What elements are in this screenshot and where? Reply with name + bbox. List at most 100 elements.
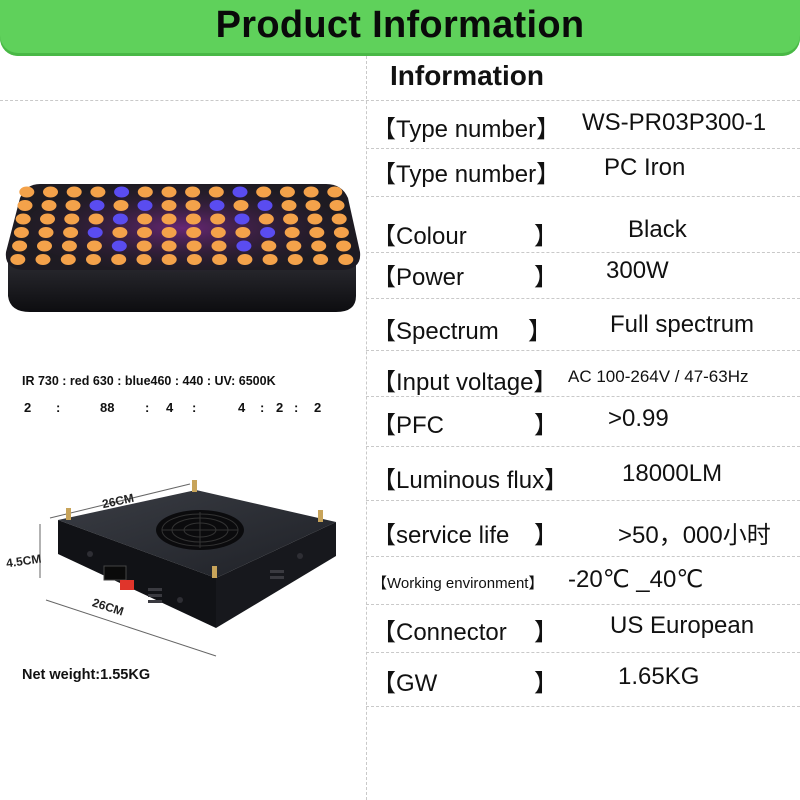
row-divider xyxy=(366,706,800,707)
led-diode xyxy=(61,240,77,252)
row-divider xyxy=(366,556,800,557)
led-diode xyxy=(113,200,129,211)
led-diode xyxy=(279,186,295,198)
led-diode xyxy=(338,254,354,265)
led-diode xyxy=(210,227,226,238)
led-diode xyxy=(13,227,29,238)
led-diode xyxy=(186,254,202,265)
row-bracket: 】 xyxy=(528,318,552,345)
led-diode xyxy=(305,200,321,211)
led-diode xyxy=(111,240,127,252)
row-label: 【Working environment】 xyxy=(372,575,544,592)
row-value: Full spectrum xyxy=(610,311,755,338)
row-divider xyxy=(366,148,800,149)
led-diode xyxy=(35,254,51,265)
row-label: 【Connector xyxy=(372,619,507,646)
led-diode xyxy=(17,200,33,211)
row-value: AC 100-264V / 47-63Hz xyxy=(568,367,749,386)
row-bracket: 】 xyxy=(534,619,558,646)
led-diode xyxy=(327,186,343,198)
led-diode xyxy=(137,186,153,198)
power-switch-icon xyxy=(103,565,134,590)
led-diode xyxy=(186,240,202,252)
info-heading: Information xyxy=(390,60,544,91)
led-diode xyxy=(161,254,177,265)
led-diode xyxy=(137,227,152,238)
row-bracket: 】 xyxy=(534,670,558,697)
led-diode xyxy=(161,200,177,211)
info-row-gw: 【GW 】 1.65KG xyxy=(372,663,800,697)
row-value: US European xyxy=(610,612,755,639)
ratio-value: 4 xyxy=(238,400,246,415)
info-row-luminous-flux: 【Luminous flux】 18000LM xyxy=(372,460,800,494)
ratio-value: 88 xyxy=(100,400,115,415)
page-title: Product Information xyxy=(215,4,585,46)
led-diode xyxy=(90,186,106,198)
led-diode xyxy=(260,227,276,238)
led-diode xyxy=(111,254,127,265)
row-divider xyxy=(366,196,800,197)
row-label: 【Colour xyxy=(372,223,467,250)
row-divider xyxy=(366,500,800,501)
info-row-input-voltage: 【Input voltage】 AC 100-264V / 47-63Hz xyxy=(372,362,800,396)
led-diode xyxy=(136,240,152,252)
led-diode xyxy=(186,227,202,238)
row-label: 【Power xyxy=(372,264,465,291)
led-diode xyxy=(64,213,80,225)
led-diode xyxy=(210,213,226,225)
led-diode xyxy=(40,213,55,225)
fan-icon xyxy=(156,510,244,550)
row-value: Black xyxy=(628,216,687,243)
led-diode xyxy=(256,186,272,198)
title-banner: Product Information xyxy=(0,0,800,56)
led-diode xyxy=(329,200,345,211)
led-diode xyxy=(237,254,253,265)
info-row-service-life: 【service life 】 >50，000小时 xyxy=(372,515,800,549)
led-grow-light xyxy=(5,184,361,312)
led-diode xyxy=(41,200,57,211)
spectrum-text: IR 730 : red 630 : blue460 : 440 : UV: 6… xyxy=(22,374,276,388)
led-diode xyxy=(258,213,274,225)
row-label: 【Luminous flux】 xyxy=(372,467,569,494)
led-diode xyxy=(88,213,104,225)
row-label: 【service life xyxy=(372,522,510,549)
row-label: 【Type number】 xyxy=(372,161,561,188)
row-value: WS-PR03P300-1 xyxy=(582,109,767,136)
row-label: 【PFC xyxy=(372,412,444,439)
info-row-type-number-2: 【Type number】 PC Iron xyxy=(372,154,800,188)
row-divider xyxy=(0,100,800,101)
led-diode xyxy=(137,200,153,211)
led-diode xyxy=(261,240,277,252)
led-diode xyxy=(63,227,79,238)
ratio-value: 4 xyxy=(166,400,174,415)
led-diode xyxy=(60,254,76,265)
led-diode xyxy=(233,200,249,211)
led-diode xyxy=(208,186,224,198)
led-diode xyxy=(333,227,349,238)
ratio-separator: : xyxy=(260,400,265,415)
led-diode xyxy=(287,254,303,265)
row-label: 【Input voltage】 xyxy=(372,369,558,396)
row-divider xyxy=(366,298,800,299)
row-divider xyxy=(366,252,800,253)
led-diode xyxy=(211,240,227,252)
ratio-separator: : xyxy=(56,400,61,415)
led-diode xyxy=(185,213,201,225)
led-diode xyxy=(281,200,297,211)
row-value: >0.99 xyxy=(608,405,669,432)
led-diode xyxy=(311,240,327,252)
led-diode xyxy=(336,240,352,252)
row-bracket: 】 xyxy=(534,522,558,549)
led-diode xyxy=(161,240,177,252)
row-divider xyxy=(366,350,800,351)
led-diode xyxy=(309,227,325,238)
ratio-value: 2 xyxy=(276,400,284,415)
row-divider xyxy=(366,396,800,397)
row-divider xyxy=(366,604,800,605)
led-diode xyxy=(212,254,228,265)
row-label: 【Spectrum xyxy=(372,318,499,345)
led-diode xyxy=(286,240,302,252)
led-diode xyxy=(19,186,35,198)
led-diode xyxy=(161,227,177,238)
led-diode xyxy=(86,240,102,252)
